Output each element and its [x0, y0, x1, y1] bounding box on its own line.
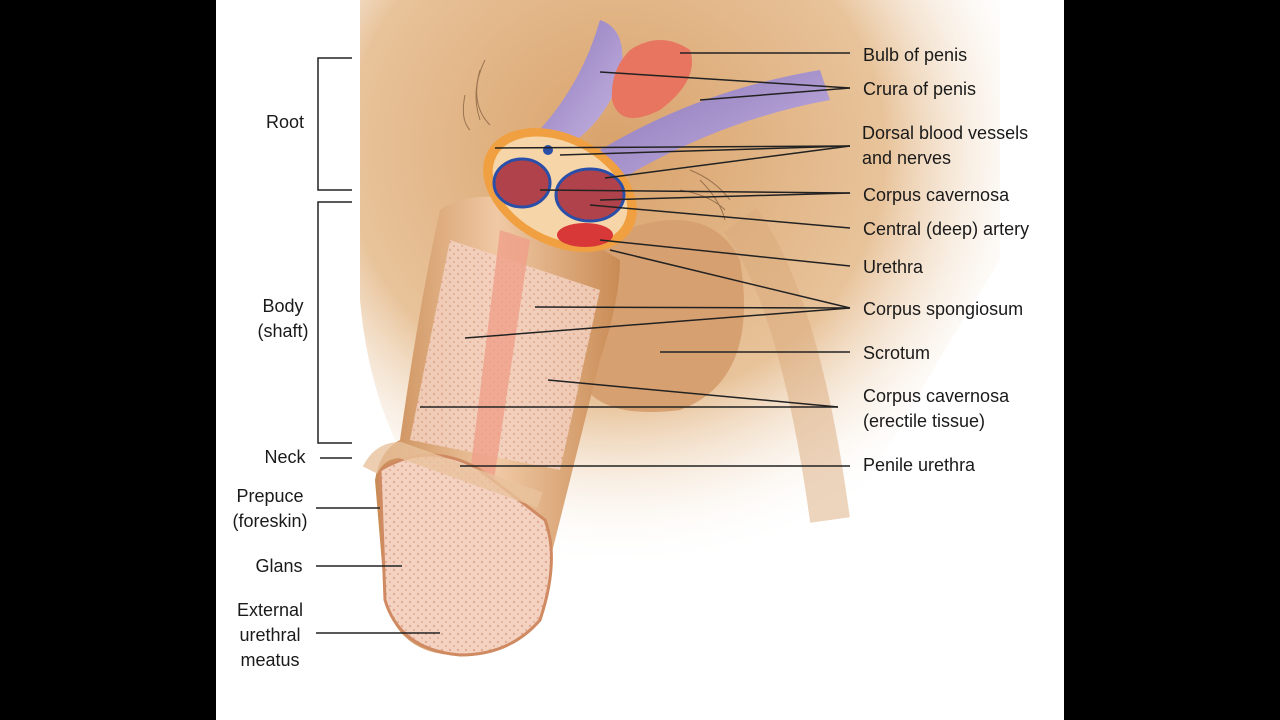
cross-section-spongiosum — [557, 223, 613, 247]
label-urethra: Urethra — [863, 257, 924, 277]
label-prepuce: Prepuce (foreskin) — [232, 486, 308, 531]
label-corpus-cavernosa: Corpus cavernosa — [863, 185, 1010, 205]
label-corpus-spongiosum: Corpus spongiosum — [863, 299, 1024, 319]
anatomy-illustration — [316, 0, 1000, 657]
cross-section-dorsal-vessel — [543, 145, 553, 155]
label-neck: Neck — [264, 447, 306, 467]
cross-section-cavernosa-left — [492, 157, 552, 209]
label-glans: Glans — [255, 556, 303, 576]
label-penile-urethra: Penile urethra — [863, 455, 976, 475]
label-bulb-of-penis: Bulb of penis — [863, 45, 968, 65]
bulb-of-penis-shape — [611, 40, 692, 118]
brackets — [317, 57, 352, 459]
prepuce-shape — [362, 441, 543, 508]
label-scrotum: Scrotum — [863, 343, 931, 363]
label-central-deep-artery: Central (deep) artery — [863, 219, 1030, 239]
glans-shape — [378, 453, 553, 657]
leader-lines — [316, 52, 851, 634]
label-external-urethral-meatus: External urethral meatus — [236, 600, 304, 670]
label-root: Root — [265, 112, 305, 132]
label-body-shaft: Body (shaft) — [257, 296, 309, 341]
label-crura-of-penis: Crura of penis — [863, 79, 977, 99]
crura-left — [530, 20, 623, 150]
label-corpus-cavernosa-erectile: Corpus cavernosa (erectile tissue) — [863, 386, 1010, 431]
label-dorsal-blood-vessels: Dorsal blood vessels and nerves — [862, 123, 1029, 168]
cross-section-cavernosa-right — [554, 167, 626, 223]
